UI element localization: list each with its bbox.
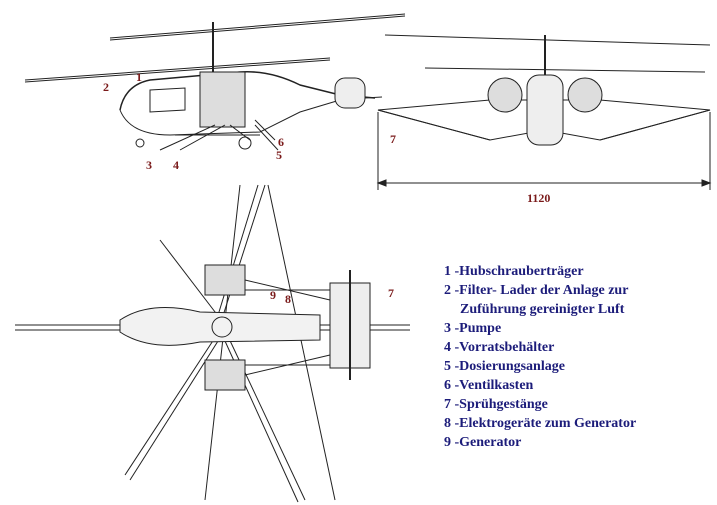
callout-8: 8 [285,292,291,306]
callout-4: 4 [173,158,179,172]
callout-3: 3 [146,158,152,172]
legend-item: 7 -Sprühgestänge [444,397,548,412]
legend-item: 2 -Filter- Lader der Anlage zur [444,283,629,298]
callout-9: 9 [270,288,276,302]
legend: 1 -Hubschrauberträger 2 -Filter- Lader d… [444,262,636,452]
front-view [376,34,712,190]
callout-1: 1 [136,70,142,84]
legend-item: 4 -Vorratsbehälter [444,340,555,355]
legend-item: 5 -Dosierungsanlage [444,359,565,374]
legend-item: 1 -Hubschrauberträger [444,264,584,279]
legend-item: 9 -Generator [444,435,522,450]
legend-item: 3 -Pumpe [444,321,502,336]
legend-item-continuation: Zuführung gereinigter Luft [460,302,625,317]
top-view [15,184,410,503]
dimension-label: 1120 [527,191,551,205]
legend-item: 8 -Elektrogeräte zum Generator [444,416,637,431]
legend-item: 6 -Ventilkasten [444,378,534,393]
callout-2: 2 [103,80,109,94]
side-view [24,13,406,151]
callout-6: 6 [278,135,284,149]
callout-7-top: 7 [388,286,394,300]
callout-5: 5 [276,148,282,162]
callout-7-front: 7 [390,132,396,146]
